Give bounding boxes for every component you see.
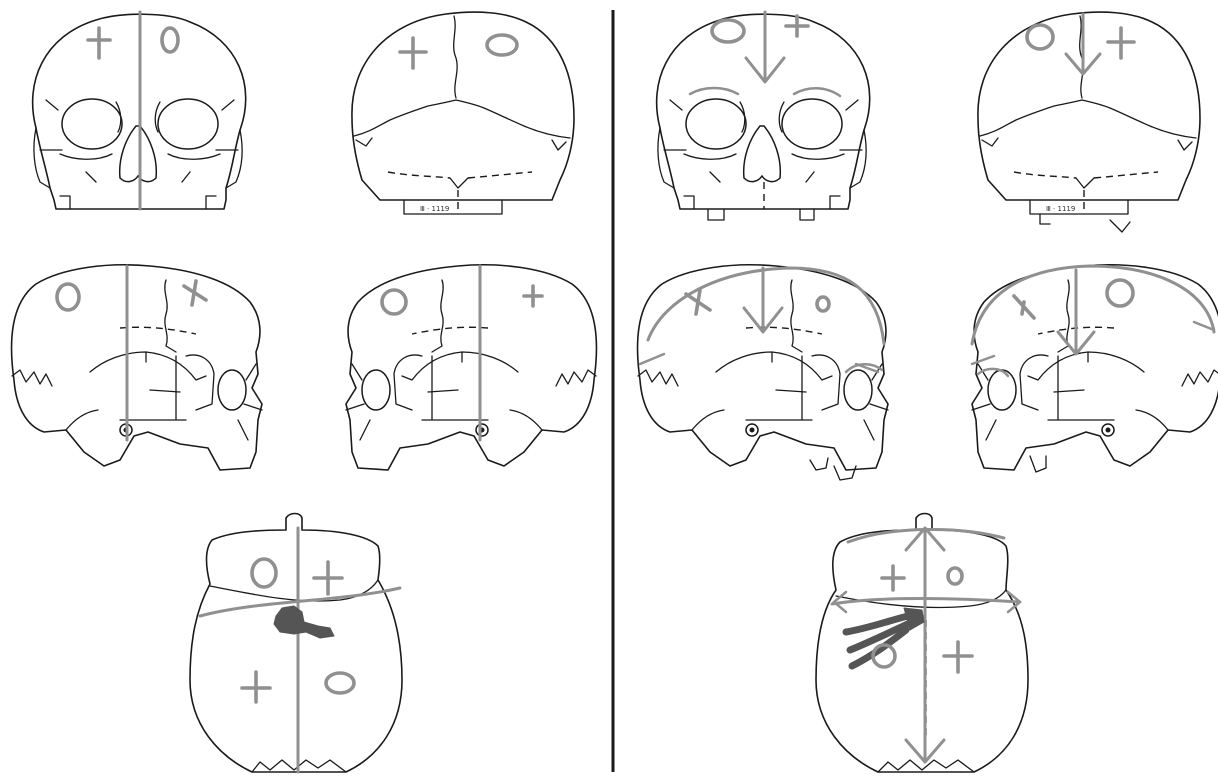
right-frontal-view (657, 12, 870, 220)
right-posterior-view (978, 12, 1200, 232)
skull-outline (972, 265, 1218, 470)
skull-outline (978, 12, 1200, 214)
skull-outline (190, 514, 402, 773)
left-panel (12, 12, 597, 772)
left-frontal-view (33, 12, 246, 209)
skull-outline (657, 14, 870, 209)
skull-outline (816, 514, 1028, 773)
left-lateral-a-view (12, 265, 262, 470)
skull-outline (352, 12, 574, 214)
left-superior-view (190, 514, 402, 773)
left-posterior-view (352, 12, 574, 214)
right-panel (638, 12, 1218, 772)
right-superior-view (816, 514, 1028, 773)
right-lateral-b-view (972, 265, 1218, 472)
skull-outline (12, 265, 262, 470)
right-lateral-a-view (638, 265, 888, 480)
left-lateral-b-view (346, 265, 596, 470)
